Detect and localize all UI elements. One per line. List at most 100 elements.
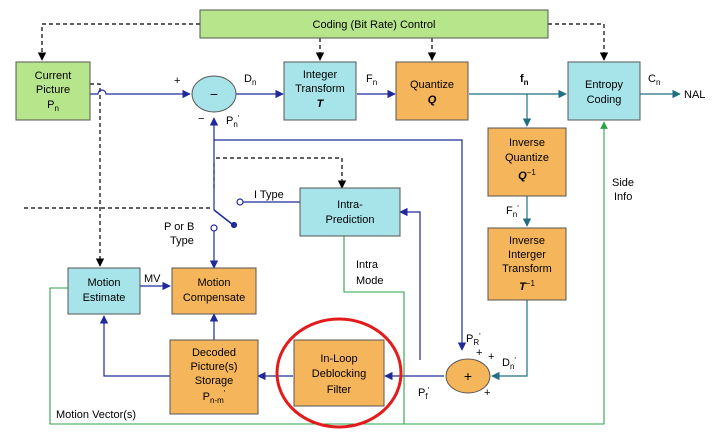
motion-estimate-label-2: Estimate (83, 292, 126, 304)
svg-text:Fn: Fn (366, 73, 377, 87)
svg-text:T−1: T−1 (519, 279, 535, 293)
nal-label: NAL (684, 89, 705, 101)
svg-text:Dn: Dn (244, 73, 256, 87)
inverse-quantize-label-3-sup: −1 (527, 168, 537, 177)
intra-mode-label-2: Mode (356, 275, 384, 287)
subtractor-plus: + (174, 75, 180, 87)
integer-transform-box: Integer Transform T (283, 61, 357, 121)
motion-vectors-label: Motion Vector(s) (56, 409, 136, 421)
motion-estimate-label-1: Motion (87, 277, 120, 289)
p-or-b-label-1: P or B (164, 221, 194, 233)
subtractor-minus: − (198, 113, 204, 125)
signal-labels: + − Dn Fn fn Cn NAL Pn' Fn' Dn' + PR' + … (56, 73, 705, 421)
entropy-label-1: Entropy (585, 79, 623, 91)
deblocking-filter-box: In-Loop Deblocking Filter (293, 339, 385, 407)
dn-prime-label: D (502, 357, 510, 369)
quantize-label-1: Quantize (410, 79, 454, 91)
subtractor: − (191, 75, 237, 113)
pr-prime-label: P (466, 333, 473, 345)
quantize-label-2: Q (428, 94, 437, 106)
pn-prime-sub: n (233, 120, 237, 129)
svg-text:Pn': Pn' (226, 114, 240, 129)
fn-prime-sub: n (513, 210, 517, 219)
quant-path (469, 89, 681, 381)
svg-text:Dn': Dn' (502, 356, 516, 371)
integer-transform-label-2: Transform (295, 83, 345, 95)
inverse-quantize-box: Inverse Quantize Q−1 (487, 127, 567, 197)
dn-label: D (244, 73, 252, 85)
adder-plus-bottom: + (484, 387, 490, 399)
decoded-label-4: P (203, 391, 210, 403)
svg-text:Pn: Pn (47, 99, 59, 113)
intra-prediction-label-2: Prediction (326, 214, 375, 226)
rate-control-label: Coding (Bit Rate) Control (313, 19, 436, 31)
dn-prime-sub: n (510, 362, 514, 371)
side-info-label-1: Side (612, 177, 634, 189)
fn-small-label: f (520, 73, 524, 85)
deblock-label-1: In-Loop (320, 353, 357, 365)
entropy-label-2: Coding (587, 94, 622, 106)
adder-plus-top: + (476, 347, 482, 359)
i-type-label: I Type (254, 189, 284, 201)
svg-text:Pn-m': Pn-m' (203, 389, 226, 405)
pn-prime-label: P (226, 115, 233, 127)
fn-cap-sub: n (373, 78, 377, 87)
integer-transform-label-1: Integer (303, 69, 338, 81)
dn-prime-sup: ' (514, 356, 516, 365)
decoded-label-4-sup: ' (224, 389, 226, 398)
mv-label: MV (144, 273, 161, 285)
motion-compensate-label-1: Motion (197, 277, 230, 289)
rate-control-box: Coding (Bit Rate) Control (199, 9, 549, 39)
inverse-quantize-label-1: Inverse (509, 137, 545, 149)
motion-compensate-box: Motion Compensate (171, 267, 257, 315)
pf-prime-sub: f (425, 392, 428, 401)
fn-prime-label: F (506, 205, 513, 217)
pr-prime-sub: R (473, 338, 479, 347)
pf-prime-label: P (418, 387, 425, 399)
pn-prime-sup: ' (238, 114, 240, 123)
inverse-transform-box: Inverse Interger Transform T−1 (487, 227, 567, 301)
decoded-label-3: Storage (195, 375, 234, 387)
current-picture-label-2: Picture (36, 84, 70, 96)
cn-sub: n (656, 78, 660, 87)
side-info-label-2: Info (614, 191, 632, 203)
decoded-label-4-sub: n-m (210, 396, 224, 405)
cn-label: C (648, 73, 656, 85)
inverse-transform-label-3: Transform (502, 263, 552, 275)
fn-prime-sup: ' (517, 204, 519, 213)
adder-symbol: + (464, 368, 472, 384)
forward-path (90, 89, 467, 381)
quantize-box: Quantize Q (395, 61, 469, 121)
svg-text:Fn': Fn' (506, 204, 519, 219)
decoded-label-2: Picture(s) (190, 361, 237, 373)
adder-plus-right: + (488, 351, 494, 363)
inverse-transform-label-2: Interger (508, 249, 546, 261)
motion-estimate-box: Motion Estimate (67, 267, 141, 315)
integer-transform-label-3: T (317, 98, 325, 110)
svg-text:Q−1: Q−1 (518, 168, 536, 182)
inverse-quantize-label-3: Q (518, 170, 527, 182)
side-info-path (49, 121, 608, 425)
inverse-transform-label-1: Inverse (509, 235, 545, 247)
inverse-transform-label-4: T (519, 281, 527, 293)
deblock-label-2: Deblocking (312, 368, 366, 380)
adder: + (445, 358, 491, 394)
current-picture-box: Current Picture Pn (15, 61, 91, 121)
svg-text:Cn: Cn (648, 73, 660, 87)
decoded-picture-box: Decoded Picture(s) Storage Pn-m' (169, 339, 259, 415)
inverse-quantize-label-2: Quantize (505, 152, 549, 164)
fn-small-sub: n (524, 78, 529, 87)
entropy-coding-box: Entropy Coding (567, 61, 641, 121)
intra-prediction-label-1: Intra- (337, 199, 363, 211)
intra-mode-label-1: Intra (356, 259, 379, 271)
current-picture-label-1: Current (35, 70, 72, 82)
current-picture-label-3: P (47, 99, 54, 111)
motion-compensate-label-2: Compensate (183, 292, 245, 304)
inverse-transform-label-4-sup: −1 (526, 279, 536, 288)
pr-prime-sup: ' (479, 332, 481, 341)
current-picture-label-3-sub: n (54, 104, 58, 113)
intra-prediction-box: Intra- Prediction (299, 187, 401, 237)
pf-prime-sup: ' (428, 386, 430, 395)
p-or-b-label-2: Type (170, 235, 194, 247)
